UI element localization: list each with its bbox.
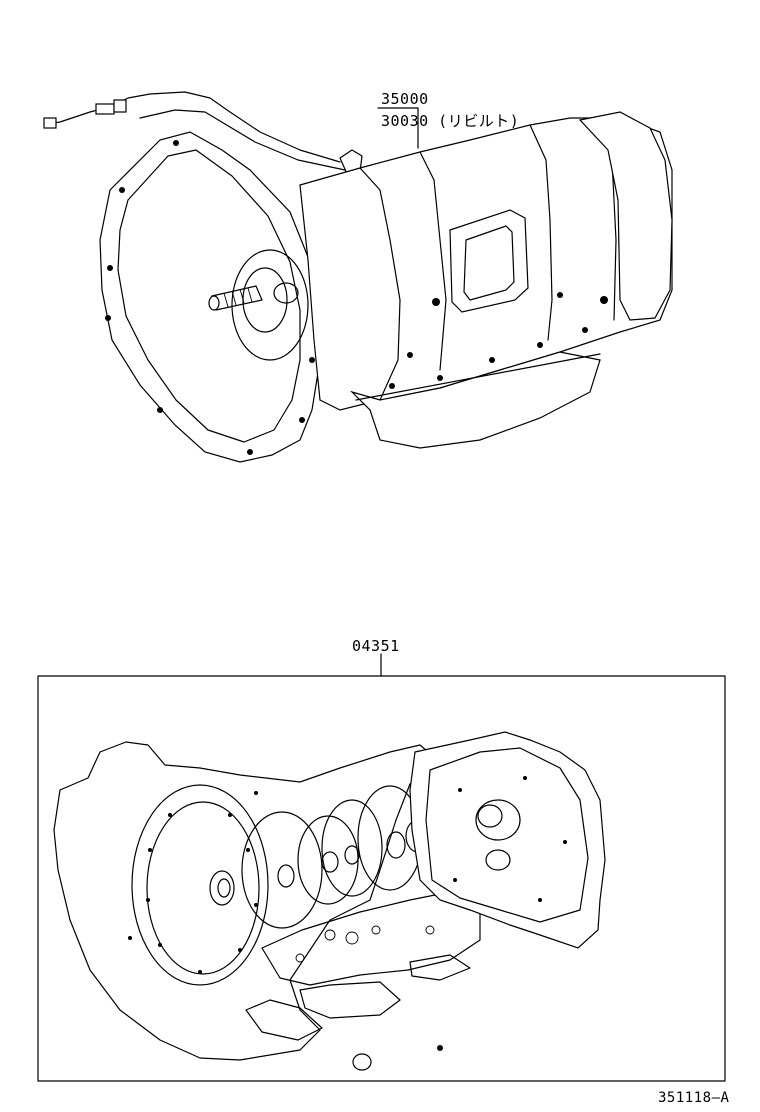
input-shaft bbox=[208, 282, 299, 311]
case-gasket bbox=[53, 741, 441, 1061]
overhaul-kit-part-number: 04351 bbox=[352, 637, 400, 655]
leader-line-35000 bbox=[377, 107, 419, 149]
overhaul-kit-drawing bbox=[53, 731, 606, 1071]
bell-housing bbox=[99, 131, 321, 463]
clutch-rings bbox=[241, 785, 431, 929]
small-seal bbox=[352, 1053, 372, 1071]
valve-body-gaskets bbox=[128, 791, 481, 1041]
small-plug bbox=[437, 1045, 443, 1051]
rear-case-gasket bbox=[409, 731, 606, 949]
assembly-part-number: 35000 bbox=[381, 90, 429, 108]
transmission-case bbox=[299, 111, 673, 449]
figure-code: 351118–A bbox=[658, 1090, 730, 1106]
rebuilt-part-number: 30030 (リビルト) bbox=[381, 112, 520, 130]
overhaul-kit-box bbox=[37, 675, 726, 1082]
transmission-assembly-drawing bbox=[43, 91, 673, 463]
front-pump-seal-set bbox=[131, 784, 269, 986]
shift-cable bbox=[43, 91, 363, 177]
